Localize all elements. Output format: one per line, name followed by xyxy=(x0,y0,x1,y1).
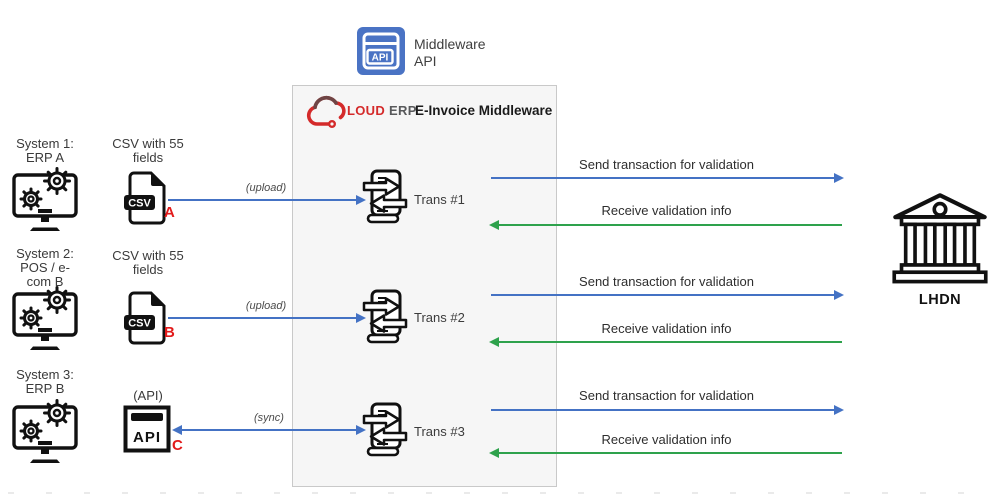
receive-arrow-1 xyxy=(489,219,842,230)
erp-monitor-gears-icon xyxy=(12,167,78,231)
logo-loud-text: LOUD xyxy=(347,103,386,118)
send-arrow-2 xyxy=(491,289,844,300)
lhdn-bank-building-icon xyxy=(892,193,988,284)
csv-file-a-icon: CSV xyxy=(124,171,166,225)
system3-name-line2: ERP B xyxy=(25,381,65,396)
send-label-3: Send transaction for validation xyxy=(579,388,754,403)
send-arrow-1 xyxy=(491,172,844,183)
system1-name-line1: System 1: xyxy=(16,136,74,151)
receive-label-2: Receive validation info xyxy=(601,321,732,336)
upload-arrow-1 xyxy=(168,194,366,205)
system2-name-line3: com B xyxy=(26,274,64,289)
middleware-box xyxy=(292,85,557,487)
marker-c: C xyxy=(172,437,183,454)
api-window-icon: API xyxy=(357,27,405,75)
transaction-exchange-icon-2 xyxy=(362,289,408,344)
pos-monitor-gears-icon xyxy=(12,286,78,350)
transaction-exchange-icon-1 xyxy=(362,169,408,224)
receive-label-3: Receive validation info xyxy=(601,432,732,447)
system2-name-line2: POS / e- xyxy=(20,260,70,275)
upload-label-2: (upload) xyxy=(245,300,287,312)
erp-b-monitor-gears-icon xyxy=(12,399,78,463)
marker-b: B xyxy=(164,324,175,341)
receive-arrow-3 xyxy=(489,447,842,458)
sync-label: (sync) xyxy=(254,412,284,424)
send-arrow-3 xyxy=(491,404,844,415)
csv-b-caption-line1: CSV with 55 xyxy=(112,248,184,263)
system1-label: System 1: ERP A xyxy=(0,137,90,165)
marker-a: A xyxy=(164,204,175,221)
api-source-icon: API xyxy=(123,405,171,453)
csv-a-caption-line1: CSV with 55 xyxy=(112,136,184,151)
csv-b-badge-text: CSV xyxy=(128,318,151,330)
receive-label-1: Receive validation info xyxy=(601,203,732,218)
trans1-label: Trans #1 xyxy=(414,192,465,207)
send-label-2: Send transaction for validation xyxy=(579,274,754,289)
clipped-caption-remnant xyxy=(8,492,993,494)
system3-name-line1: System 3: xyxy=(16,367,74,382)
upload-label-1: (upload) xyxy=(245,182,287,194)
system2-label: System 2: POS / e- com B xyxy=(0,247,90,289)
lhdn-label: LHDN xyxy=(918,292,962,308)
top-title-line1: Middleware xyxy=(414,36,486,52)
csv-b-caption: CSV with 55 fields xyxy=(98,249,198,277)
system2-name-line1: System 2: xyxy=(16,246,74,261)
api-c-caption: (API) xyxy=(133,388,163,403)
trans3-label: Trans #3 xyxy=(414,424,465,439)
sync-arrow xyxy=(172,424,366,435)
system1-name-line2: ERP A xyxy=(25,150,65,165)
csv-b-caption-line2: fields xyxy=(132,262,164,277)
csv-file-b-icon: CSV xyxy=(124,291,166,345)
transaction-exchange-icon-3 xyxy=(362,402,408,457)
trans2-label: Trans #2 xyxy=(414,310,465,325)
upload-arrow-2 xyxy=(168,312,366,323)
top-title-line2: API xyxy=(414,53,437,69)
api-c-badge-text: API xyxy=(133,429,161,446)
csv-a-caption: CSV with 55 fields xyxy=(98,137,198,165)
system3-label: System 3: ERP B xyxy=(0,368,90,396)
receive-arrow-2 xyxy=(489,336,842,347)
csv-a-caption-line2: fields xyxy=(132,150,164,165)
send-label-1: Send transaction for validation xyxy=(579,157,754,172)
logo-erp-text: ERP xyxy=(389,103,417,118)
api-icon-text: API xyxy=(372,53,389,64)
csv-a-badge-text: CSV xyxy=(128,198,151,210)
top-banner-title: Middleware API xyxy=(414,36,486,70)
cloud-erp-logo-icon xyxy=(306,95,346,129)
middleware-box-title: E-Invoice Middleware xyxy=(415,103,553,118)
